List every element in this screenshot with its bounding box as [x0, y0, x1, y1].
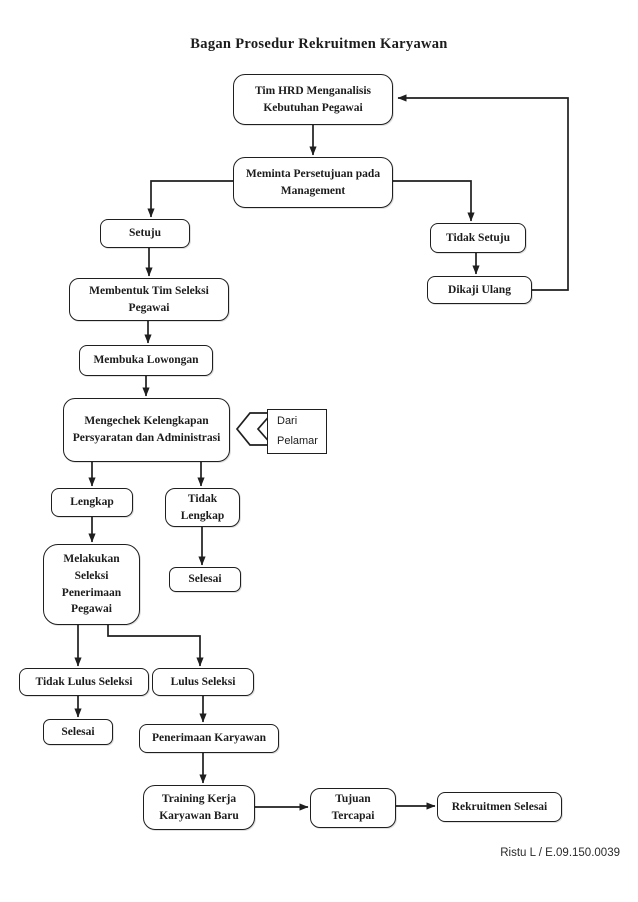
- node-dikaji-ulang: Dikaji Ulang: [427, 276, 532, 304]
- arrow-melakukan-to-lulus: [107, 625, 204, 667]
- left-chevron-icon: [235, 412, 274, 446]
- node-setuju: Setuju: [100, 219, 190, 248]
- node-tidak-setuju: Tidak Setuju: [430, 223, 526, 253]
- node-mengechek-kelengkapan: Mengechek Kelengkapan Persyaratan dan Ad…: [63, 398, 230, 462]
- node-membuka-lowongan: Membuka Lowongan: [79, 345, 213, 376]
- arrow-meminta-to-setuju: [147, 180, 233, 218]
- node-selesai-2: Selesai: [43, 719, 113, 745]
- node-training-kerja: Training Kerja Karyawan Baru: [143, 785, 255, 830]
- node-selesai-1: Selesai: [169, 567, 241, 592]
- node-tim-hrd: Tim HRD Menganalisis Kebutuhan Pegawai: [233, 74, 393, 125]
- node-lulus-seleksi: Lulus Seleksi: [152, 668, 254, 696]
- page-title: Bagan Prosedur Rekruitmen Karyawan: [190, 36, 448, 52]
- node-lengkap: Lengkap: [51, 488, 133, 517]
- node-tidak-lulus-seleksi: Tidak Lulus Seleksi: [19, 668, 149, 696]
- node-melakukan-seleksi: Melakukan Seleksi Penerimaan Pegawai: [43, 544, 140, 625]
- node-rekruitmen-selesai: Rekruitmen Selesai: [437, 792, 562, 822]
- arrow-meminta-to-tidaksetuju: [393, 180, 475, 222]
- node-tujuan-tercapai: Tujuan Tercapai: [310, 788, 396, 828]
- node-penerimaan-karyawan: Penerimaan Karyawan: [139, 724, 279, 753]
- arrow-dikaji-to-timhrd: [397, 94, 569, 291]
- node-tidak-lengkap: Tidak Lengkap: [165, 488, 240, 527]
- callout-dari-pelamar: Dari Pelamar: [267, 409, 327, 454]
- node-membentuk-tim: Membentuk Tim Seleksi Pegawai: [69, 278, 229, 321]
- node-meminta-persetujuan: Meminta Persetujuan pada Management: [233, 157, 393, 208]
- author-signature: Ristu L / E.09.150.0039: [500, 847, 620, 859]
